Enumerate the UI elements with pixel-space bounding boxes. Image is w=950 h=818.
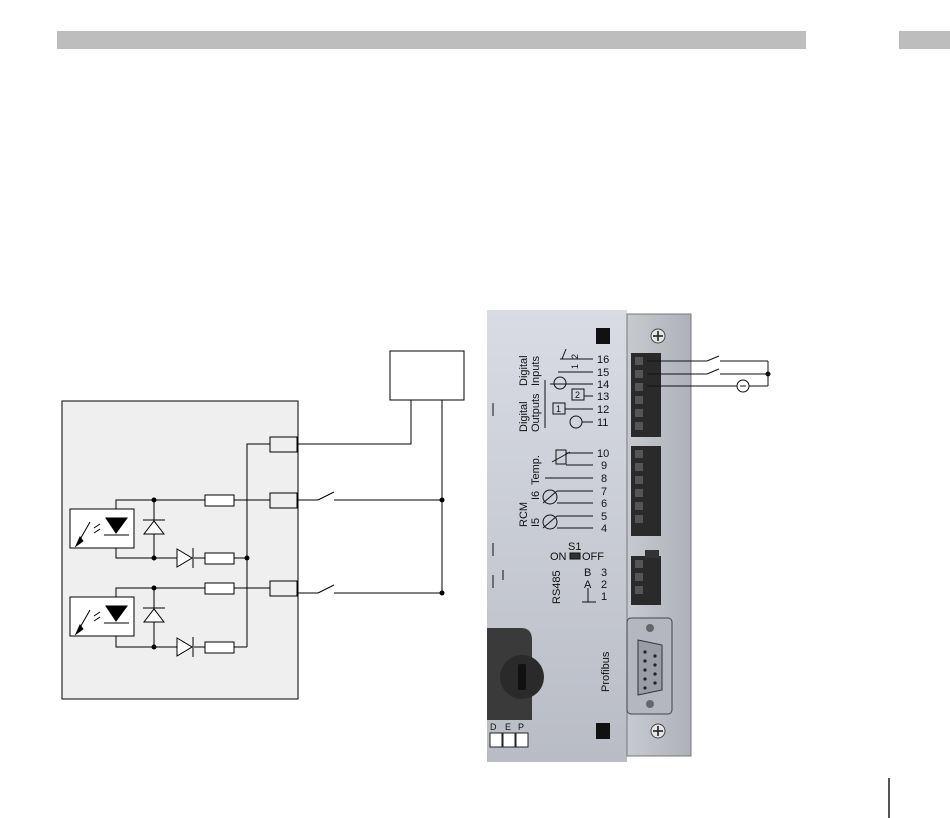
rcm-i5-label: I5 <box>530 518 542 527</box>
terminal-14: 14 <box>597 379 609 391</box>
terminal-13: 13 <box>597 391 609 403</box>
terminal-6: 6 <box>601 498 607 510</box>
terminal-3: 3 <box>601 567 607 579</box>
terminal-15: 15 <box>597 367 609 379</box>
key-p-label: P <box>518 722 524 732</box>
switch-2-contact <box>318 585 334 593</box>
rs485-label: RS485 <box>551 570 563 604</box>
terminal-5: 5 <box>601 511 607 523</box>
key-e-label: E <box>505 722 511 732</box>
resistor-1b <box>205 553 234 564</box>
rcm-i6-label: I6 <box>530 491 542 500</box>
temp-label: Temp. <box>530 455 542 485</box>
s1-label: S1 <box>568 541 581 553</box>
terminal-2: 2 <box>601 579 607 591</box>
terminal-1: 1 <box>601 591 607 603</box>
output-1-label: 1 <box>556 404 561 414</box>
s1-on-label: ON <box>550 551 567 563</box>
rcm-label: RCM <box>518 502 530 527</box>
terminal-16: 16 <box>597 354 609 366</box>
resistor-2a <box>205 583 234 594</box>
key-d-label: D <box>490 722 497 732</box>
rs485-b-label: B <box>584 567 591 579</box>
resistor-1a <box>205 495 234 506</box>
resistor-2b <box>205 642 234 653</box>
terminal-input-2 <box>270 581 297 596</box>
switch-1-contact <box>318 492 334 500</box>
input-switch-1: 1 <box>570 364 580 369</box>
digital-outputs-label-2: Outputs <box>530 393 542 432</box>
digital-inputs-label-2: Inputs <box>530 356 542 386</box>
terminal-8: 8 <box>601 473 607 485</box>
terminal-12: 12 <box>597 404 609 416</box>
terminal-9: 9 <box>601 460 607 472</box>
profibus-label: Profibus <box>600 651 612 692</box>
terminal-common <box>270 437 297 452</box>
terminal-7: 7 <box>601 486 607 498</box>
terminal-4: 4 <box>601 523 607 535</box>
output-2-label: 2 <box>575 390 580 400</box>
external-supply-box <box>390 351 464 400</box>
digital-inputs-label-1: Digital <box>518 355 530 386</box>
terminal-10: 10 <box>597 448 609 460</box>
key-p <box>516 733 528 747</box>
rs485-a-label: A <box>584 579 592 591</box>
s1-off-label: OFF <box>582 551 604 563</box>
digital-outputs-label-1: Digital <box>518 401 530 432</box>
key-e <box>503 733 515 747</box>
key-d <box>490 733 502 747</box>
terminal-input-1 <box>270 493 297 508</box>
terminal-11: 11 <box>597 417 608 429</box>
input-switch-2: 2 <box>570 354 580 359</box>
